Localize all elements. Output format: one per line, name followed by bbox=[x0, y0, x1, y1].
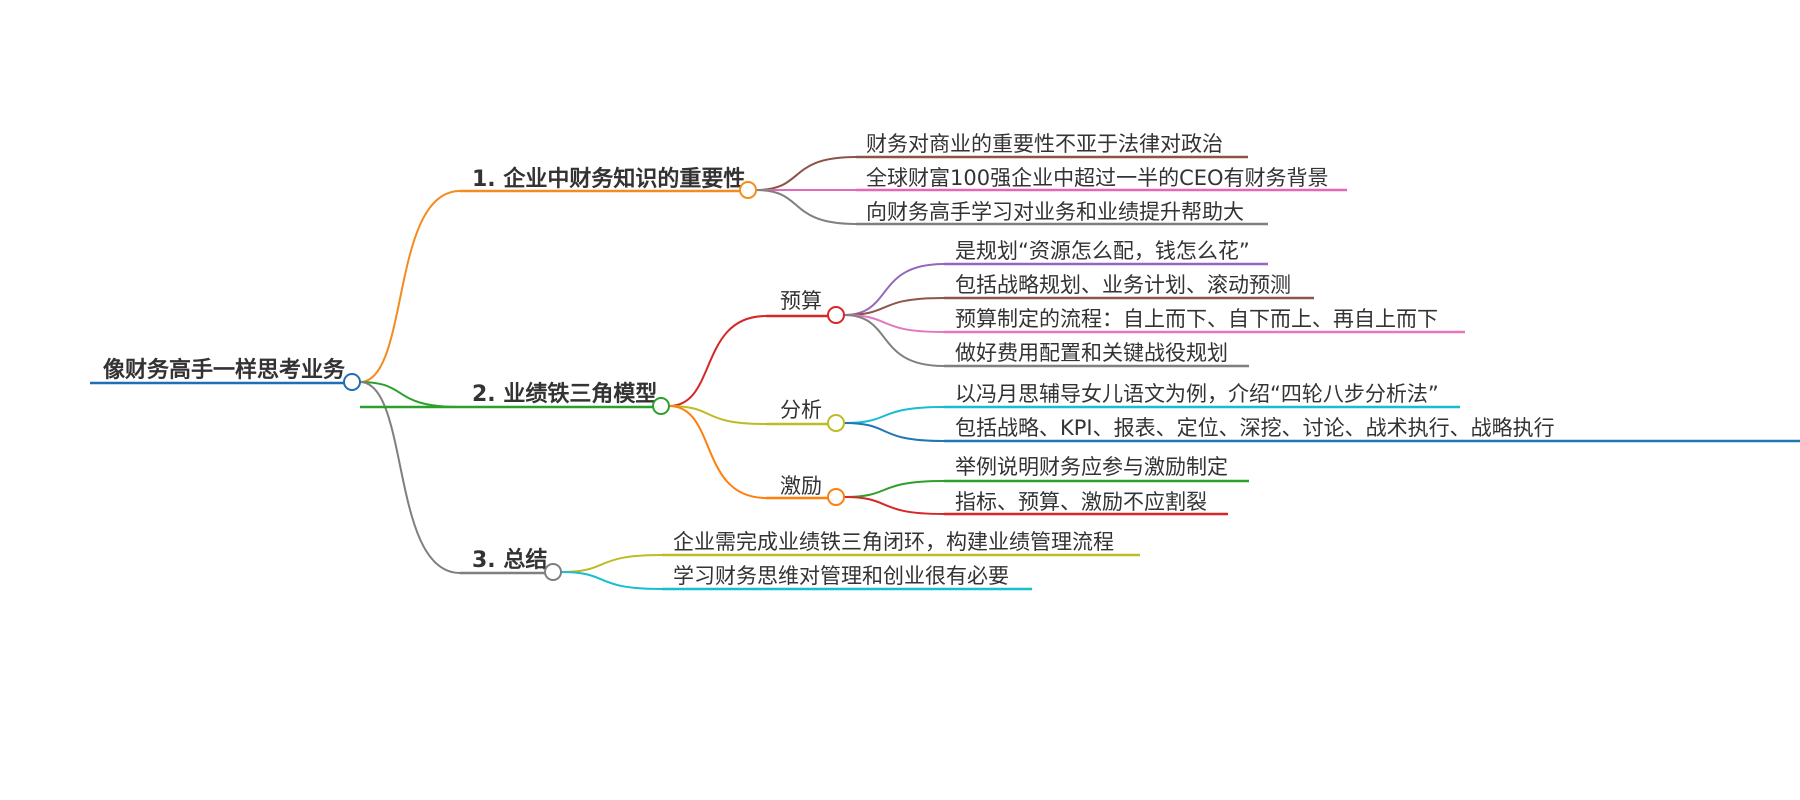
connector-lines bbox=[359, 156, 945, 590]
subtopic-label: 财务对商业的重要性不亚于法律对政治 bbox=[866, 132, 1223, 156]
subtopic-finance-vs-law[interactable]: 财务对商业的重要性不亚于法律对政治 bbox=[856, 132, 1248, 159]
connector-root-to-topic bbox=[359, 381, 461, 574]
connector-topic-to-subtopic bbox=[755, 156, 857, 191]
connector-subtopic-to-leaf bbox=[843, 422, 945, 442]
subtopic-label: 分析 bbox=[780, 398, 822, 422]
subtopic-learn-from-experts[interactable]: 向财务高手学习对业务和业绩提升帮助大 bbox=[856, 200, 1268, 226]
connector-topic-to-subtopic bbox=[668, 405, 767, 425]
topic-label: 2. 业绩铁三角模型 bbox=[472, 381, 657, 407]
subtopic-label: 企业需完成业绩铁三角闭环，构建业绩管理流程 bbox=[673, 530, 1114, 554]
connector-topic-to-subtopic bbox=[755, 189, 857, 225]
leaf-label: 以冯月思辅导女儿语文为例，介绍“四轮八步分析法” bbox=[955, 382, 1439, 406]
leaf-label: 包括战略规划、业务计划、滚动预测 bbox=[955, 273, 1291, 297]
subtopic-analysis[interactable]: 分析 bbox=[766, 398, 845, 432]
subtopic-label: 全球财富100强企业中超过一半的CEO有财务背景 bbox=[866, 166, 1329, 190]
leaf-label: 预算制定的流程：自上而下、自下而上、再自上而下 bbox=[955, 307, 1438, 331]
connector-subtopic-to-leaf bbox=[843, 406, 945, 424]
root-topic[interactable]: 像财务高手一样思考业务 bbox=[90, 357, 361, 391]
topic-node-circle[interactable] bbox=[739, 181, 757, 199]
connector-root-to-topic bbox=[359, 381, 461, 408]
connector-subtopic-to-leaf bbox=[843, 263, 945, 316]
topic-node-circle[interactable] bbox=[652, 397, 670, 415]
connector-subtopic-to-leaf bbox=[843, 496, 945, 515]
root-node-circle[interactable] bbox=[343, 373, 361, 391]
subtopic-incentive[interactable]: 激励 bbox=[766, 474, 845, 506]
subtopic-label: 学习财务思维对管理和创业很有必要 bbox=[673, 564, 1009, 588]
connector-topic-to-subtopic bbox=[560, 571, 663, 590]
subtopic-node-circle[interactable] bbox=[827, 306, 845, 324]
subtopic-financial-thinking[interactable]: 学习财务思维对管理和创业很有必要 bbox=[662, 564, 1032, 591]
leaf-incentive-integration[interactable]: 指标、预算、激励不应割裂 bbox=[944, 490, 1228, 516]
leaf-label: 举例说明财务应参与激励制定 bbox=[955, 455, 1228, 479]
connector-topic-to-subtopic bbox=[668, 315, 767, 407]
connector-subtopic-to-leaf bbox=[843, 314, 945, 333]
leaf-budget-scope[interactable]: 包括战略规划、业务计划、滚动预测 bbox=[944, 273, 1314, 300]
topic-summary[interactable]: 3. 总结 bbox=[460, 547, 562, 581]
subtopic-label: 激励 bbox=[780, 474, 822, 498]
leaf-incentive-example[interactable]: 举例说明财务应参与激励制定 bbox=[944, 455, 1249, 483]
connector-root-to-topic bbox=[359, 190, 461, 383]
subtopic-label: 预算 bbox=[780, 289, 822, 313]
subtopic-node-circle[interactable] bbox=[827, 414, 845, 432]
connector-topic-to-subtopic bbox=[668, 405, 767, 499]
subtopic-label: 向财务高手学习对业务和业绩提升帮助大 bbox=[866, 200, 1244, 224]
connector-subtopic-to-leaf bbox=[843, 480, 945, 498]
leaf-label: 包括战略、KPI、报表、定位、深挖、讨论、战术执行、战略执行 bbox=[955, 416, 1555, 440]
subtopic-node-circle[interactable] bbox=[827, 488, 845, 506]
topic-label: 3. 总结 bbox=[472, 547, 547, 573]
topic-finance-importance[interactable]: 1. 企业中财务知识的重要性 bbox=[460, 166, 757, 199]
leaf-budget-process[interactable]: 预算制定的流程：自上而下、自下而上、再自上而下 bbox=[944, 307, 1465, 334]
leaf-label: 做好费用配置和关键战役规划 bbox=[955, 341, 1228, 365]
topic-performance-triangle[interactable]: 2. 业绩铁三角模型 bbox=[360, 381, 670, 415]
leaf-analysis-steps[interactable]: 包括战略、KPI、报表、定位、深挖、讨论、战术执行、战略执行 bbox=[944, 416, 1800, 443]
leaf-label: 是规划“资源怎么配，钱怎么花” bbox=[955, 239, 1250, 263]
leaf-label: 指标、预算、激励不应割裂 bbox=[955, 490, 1207, 514]
topic-node-circle[interactable] bbox=[544, 563, 562, 581]
leaf-budget-allocation[interactable]: 做好费用配置和关键战役规划 bbox=[944, 341, 1249, 368]
subtopic-close-the-loop[interactable]: 企业需完成业绩铁三角闭环，构建业绩管理流程 bbox=[662, 530, 1140, 557]
subtopic-budget[interactable]: 预算 bbox=[766, 289, 845, 324]
connector-subtopic-to-leaf bbox=[843, 314, 945, 367]
connector-topic-to-subtopic bbox=[560, 554, 663, 573]
topic-label: 1. 企业中财务知识的重要性 bbox=[472, 166, 745, 192]
leaf-budget-definition[interactable]: 是规划“资源怎么配，钱怎么花” bbox=[944, 239, 1268, 266]
leaf-analysis-example[interactable]: 以冯月思辅导女儿语文为例，介绍“四轮八步分析法” bbox=[944, 382, 1460, 409]
subtopic-fortune100-ceo[interactable]: 全球财富100强企业中超过一半的CEO有财务背景 bbox=[856, 166, 1347, 192]
connector-subtopic-to-leaf bbox=[843, 297, 945, 316]
root-topic-label: 像财务高手一样思考业务 bbox=[103, 357, 346, 383]
